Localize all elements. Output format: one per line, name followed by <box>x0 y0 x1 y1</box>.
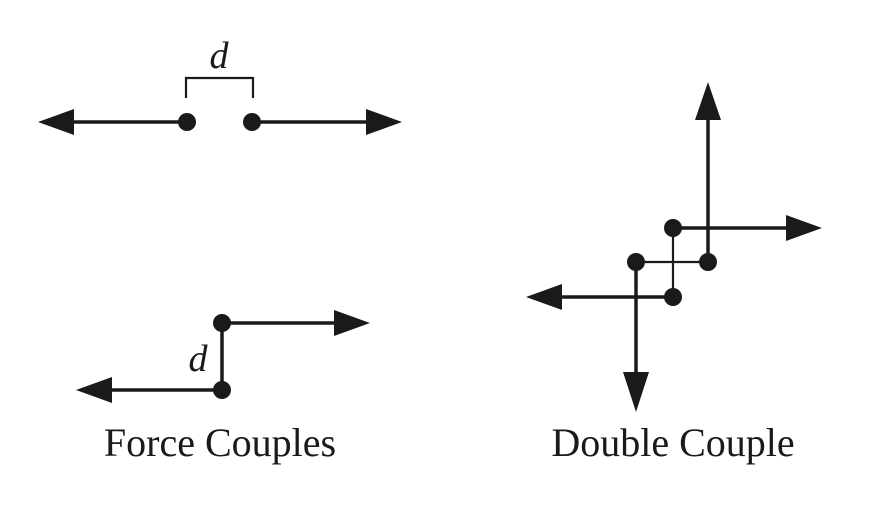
right-arrowhead <box>366 109 402 135</box>
separation-bracket <box>184 76 255 98</box>
collinear-force-couple: d <box>38 35 402 135</box>
double-couple <box>526 82 822 412</box>
dc-point-right <box>699 253 717 271</box>
left-arrowhead-dc <box>526 284 562 310</box>
upper-arrowhead <box>334 310 370 336</box>
dc-point-bottom <box>664 288 682 306</box>
offset-force-couple: d <box>76 310 370 403</box>
up-arrowhead <box>695 82 721 120</box>
lower-application-point <box>213 381 231 399</box>
separation-label-bottom: d <box>189 338 209 380</box>
separation-label-top: d <box>210 35 230 77</box>
down-arrowhead <box>623 372 649 412</box>
dc-point-left <box>627 253 645 271</box>
left-arrowhead <box>38 109 74 135</box>
lower-arrowhead <box>76 377 112 403</box>
right-application-point <box>243 113 261 131</box>
dc-point-top <box>664 219 682 237</box>
left-application-point <box>178 113 196 131</box>
right-arrowhead-dc <box>786 215 822 241</box>
double-couple-caption: Double Couple <box>551 420 794 465</box>
force-couples-caption: Force Couples <box>104 420 336 465</box>
